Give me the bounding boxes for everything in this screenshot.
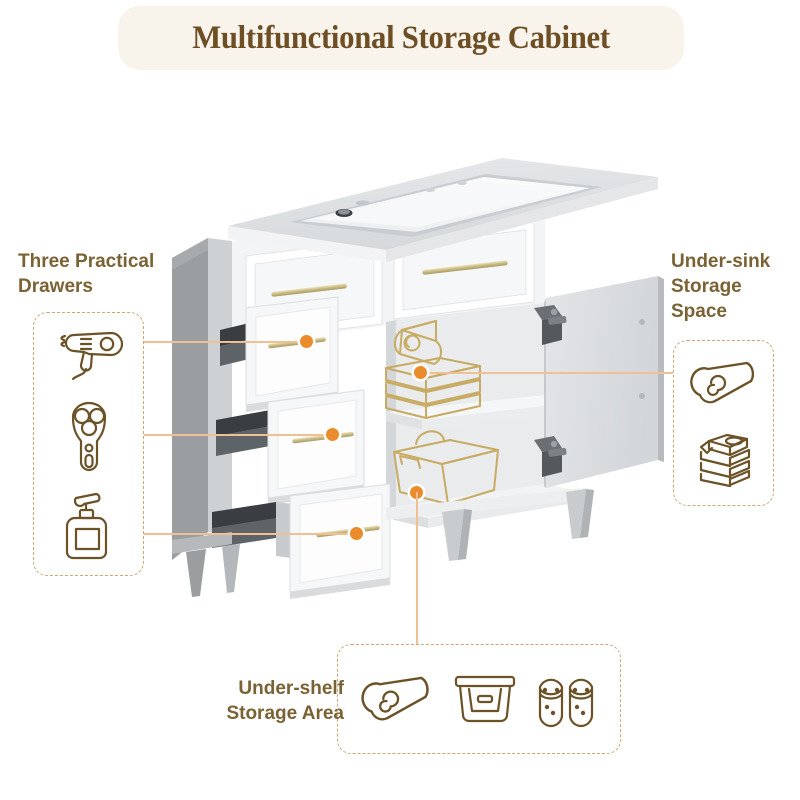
hair-dryer-icon (51, 325, 127, 387)
cabinet-door-open (534, 276, 664, 488)
connector-dot-drawer-3 (350, 527, 363, 540)
tapered-leg-left (186, 549, 206, 597)
callout-label-under-shelf-storage-area: Under-shelf Storage Area (226, 678, 344, 724)
connector-dot-drawer-2 (326, 428, 339, 441)
pump-bottle-icon (62, 489, 116, 563)
icon-box-three-practical-drawers (33, 312, 144, 576)
slippers-icon (534, 669, 600, 729)
side-drawer-open-3 (212, 483, 391, 599)
cabinet-base (172, 488, 586, 554)
electric-shaver-icon (63, 400, 115, 476)
storage-bin-icon (452, 671, 518, 727)
callout-label-under-sink-storage-space: Under-sink Storage Space (671, 251, 771, 322)
rolled-towel-icon (687, 359, 761, 407)
connector-dot-under-sink (414, 366, 427, 379)
door-hinge-lower (534, 436, 567, 477)
interior-shelf (386, 395, 580, 420)
icon-box-under-sink-storage-space (673, 340, 774, 506)
rolled-towel-icon (358, 673, 436, 725)
icon-box-under-shelf-storage-area (337, 644, 621, 754)
drawer-handle-top-left (271, 283, 347, 297)
connector-dot-drawer-1 (300, 335, 313, 348)
tapered-leg-right (442, 509, 472, 561)
side-drawer-open-2 (216, 389, 365, 505)
connector-line-drawer-1 (144, 341, 306, 343)
product-illustration (150, 140, 670, 610)
folded-clothes-stack-icon (687, 430, 761, 488)
tapered-leg-mid (222, 544, 240, 593)
drawer-handle-top-right (422, 260, 508, 275)
callout-label-three-practical-drawers: Three Practical Drawers (18, 251, 155, 297)
faucet-hole (356, 200, 370, 206)
cabinet-side-panel (172, 238, 232, 560)
wire-storage-basket (393, 430, 499, 505)
connector-line-under-sink (420, 372, 673, 374)
connector-line-drawer-3 (144, 533, 356, 535)
header-banner (118, 6, 684, 70)
wire-rolled-towel (394, 320, 442, 365)
ceramic-sink-top (228, 158, 658, 262)
door-hinge-upper (534, 305, 567, 345)
page-title: Multifunctional Storage Cabinet (192, 19, 610, 56)
connector-line-drawer-2 (144, 434, 332, 436)
connector-line-under-shelf (416, 492, 418, 644)
tapered-leg-far-right (566, 489, 594, 539)
